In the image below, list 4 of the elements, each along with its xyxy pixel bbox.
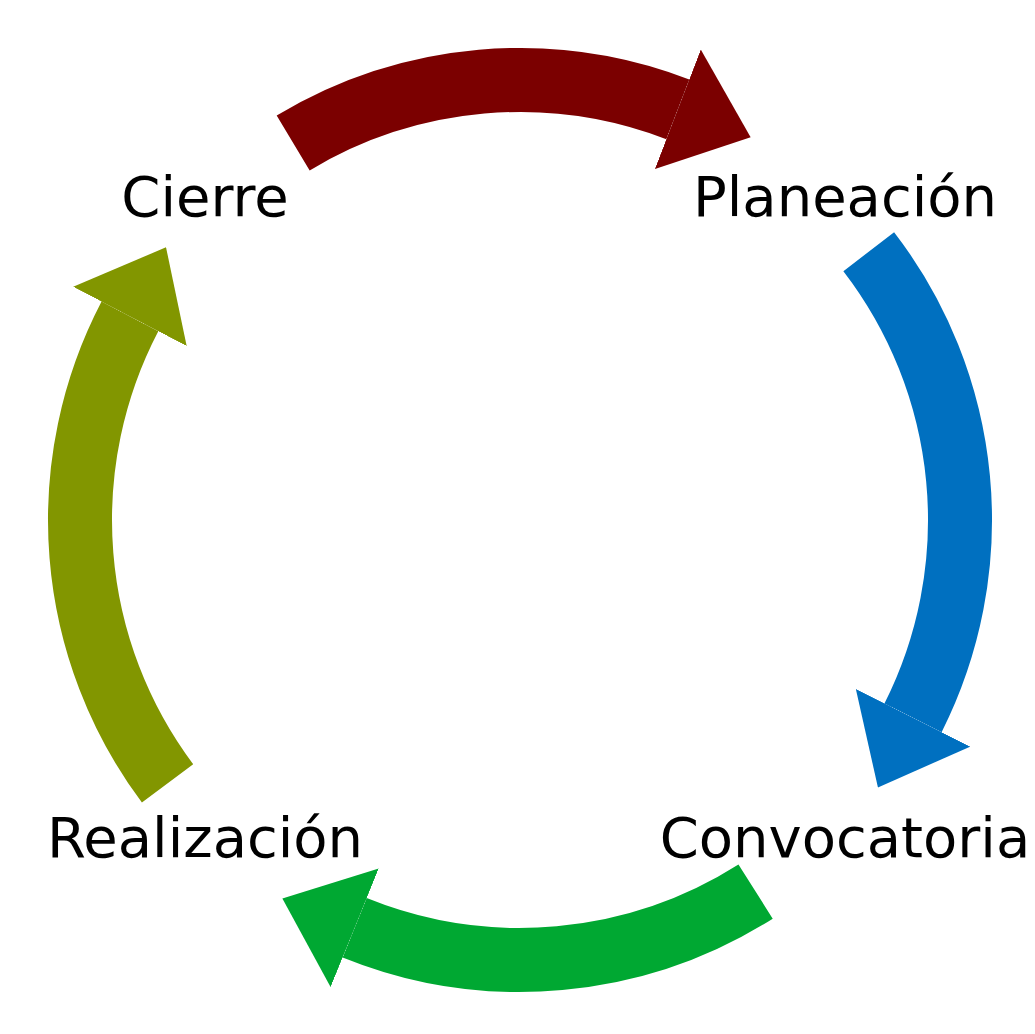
stage-label: Realización	[46, 808, 364, 868]
stage-label: Cierre	[121, 167, 289, 227]
stage-label: Planeación	[693, 167, 997, 227]
stage-label: Convocatoria	[659, 808, 1031, 868]
